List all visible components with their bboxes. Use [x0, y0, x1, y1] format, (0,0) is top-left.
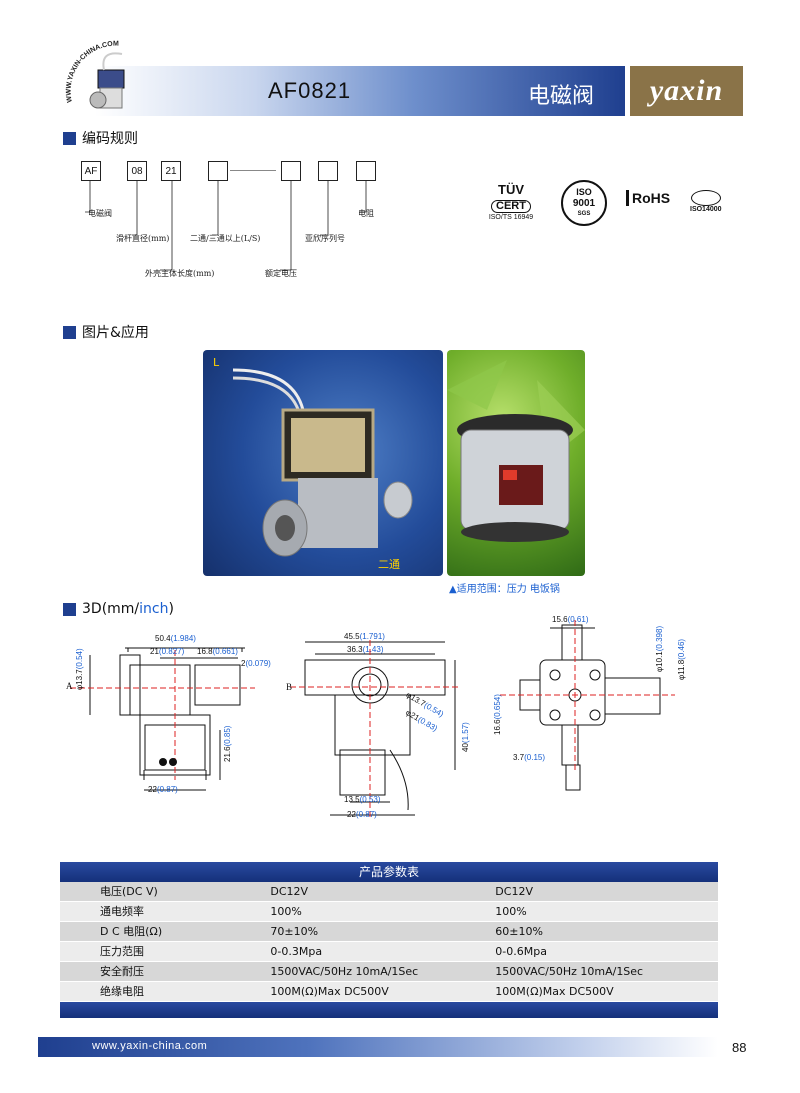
dim-side-coil: 13.5(0.53) [344, 795, 381, 804]
footer-band [38, 1037, 718, 1057]
code-box-ways [208, 161, 228, 181]
dim-top-width: 15.6(0.61) [552, 615, 589, 624]
table-row: D C 电阻(Ω)70±10%60±10% [60, 922, 718, 942]
drawing-top-view [500, 620, 675, 791]
dim-top-dia-small: φ10.1(0.398) [655, 625, 664, 672]
label-stem: 滑杆直径(mm) [116, 234, 170, 243]
model-code: AF0821 [268, 78, 352, 103]
page-number: 88 [732, 1040, 747, 1055]
spec-table-footer-bar [60, 1002, 718, 1018]
section-square-icon [63, 131, 76, 145]
code-dash [230, 170, 276, 171]
dim-width-total: 50.4(1.984) [155, 634, 196, 643]
dim-coil-height: 21.6(0.85) [223, 725, 232, 762]
valve-photo: L 二通 [203, 350, 443, 576]
dim-side-height: 40(1.57) [461, 722, 470, 752]
pressure-cooker-illustration [447, 360, 585, 542]
code-box-af: AF [81, 161, 101, 181]
spec-table-title: 产品参数表 [60, 862, 718, 882]
dim-port-gap: 2(0.079) [241, 659, 271, 668]
section-square-icon [63, 325, 76, 339]
dim-inlet-dia: φ13.7(0.54) [75, 648, 84, 690]
label-resistance: 电阻 [358, 209, 374, 218]
header-valve-emblem: WWW.YAXIN-CHINA.COM [66, 41, 125, 109]
dim-top-dia-large: φ11.8(0.46) [677, 638, 686, 680]
dim-top-height: 16.6(0.654) [493, 694, 502, 735]
label-b: B [286, 682, 293, 692]
code-box-voltage [281, 161, 301, 181]
dim-side-width: 45.5(1.791) [344, 632, 385, 641]
dim-width-port: 16.8(0.661) [197, 647, 238, 656]
code-box-length: 21 [161, 161, 181, 181]
photo-type-label: 二通 [378, 558, 400, 571]
iso9001-logo: ISO 9001 SGS [561, 180, 607, 226]
dim-side-inner: 36.3(1.43) [347, 645, 384, 654]
iso14000-logo: ISO14000 [690, 190, 722, 213]
section-coding-title: 编码规则 [63, 128, 138, 148]
code-box-resistance [356, 161, 376, 181]
drawing-side-view [290, 640, 460, 820]
product-name: 电磁阀 [528, 84, 595, 109]
photo-corner-label: L [213, 356, 220, 369]
section-photo-title: 图片&应用 [63, 322, 149, 342]
rohs-logo: RoHS [626, 190, 670, 206]
label-a: A [66, 681, 73, 691]
section-square-icon [63, 602, 76, 616]
code-box-series [318, 161, 338, 181]
label-voltage: 额定电压 [265, 269, 297, 278]
brand-logo-text: yaxin [649, 74, 724, 107]
dim-coil-width: 22(0.87) [148, 785, 178, 794]
label-ways: 二通/三通以上(L/S) [190, 234, 261, 243]
label-length: 外壳主体长度(mm) [145, 269, 215, 278]
header-band [95, 66, 625, 116]
brand-logo: yaxin [630, 66, 743, 116]
dim-width-body: 21(0.827) [150, 647, 185, 656]
tuv-cert-logo: TÜV CERT ISO/TS 16949 [488, 182, 534, 221]
footer-url[interactable]: www.yaxin-china.com [92, 1040, 208, 1052]
dim-top-offset: 3.7(0.15) [513, 753, 546, 762]
drawing-front-view [70, 647, 255, 791]
valve-illustration [232, 368, 413, 557]
application-caption: ▲适用范围：压力 电饭锅 [449, 584, 560, 595]
section-3d-title: 3D(mm/inch) [63, 601, 174, 617]
label-af: 电磁阀 [88, 209, 112, 218]
cooker-photo [447, 350, 585, 576]
label-series: 亚欣序列号 [305, 234, 345, 243]
code-box-stem: 08 [127, 161, 147, 181]
coding-leader-lines [85, 180, 367, 271]
dim-side-base: 22(0.87) [347, 810, 377, 819]
